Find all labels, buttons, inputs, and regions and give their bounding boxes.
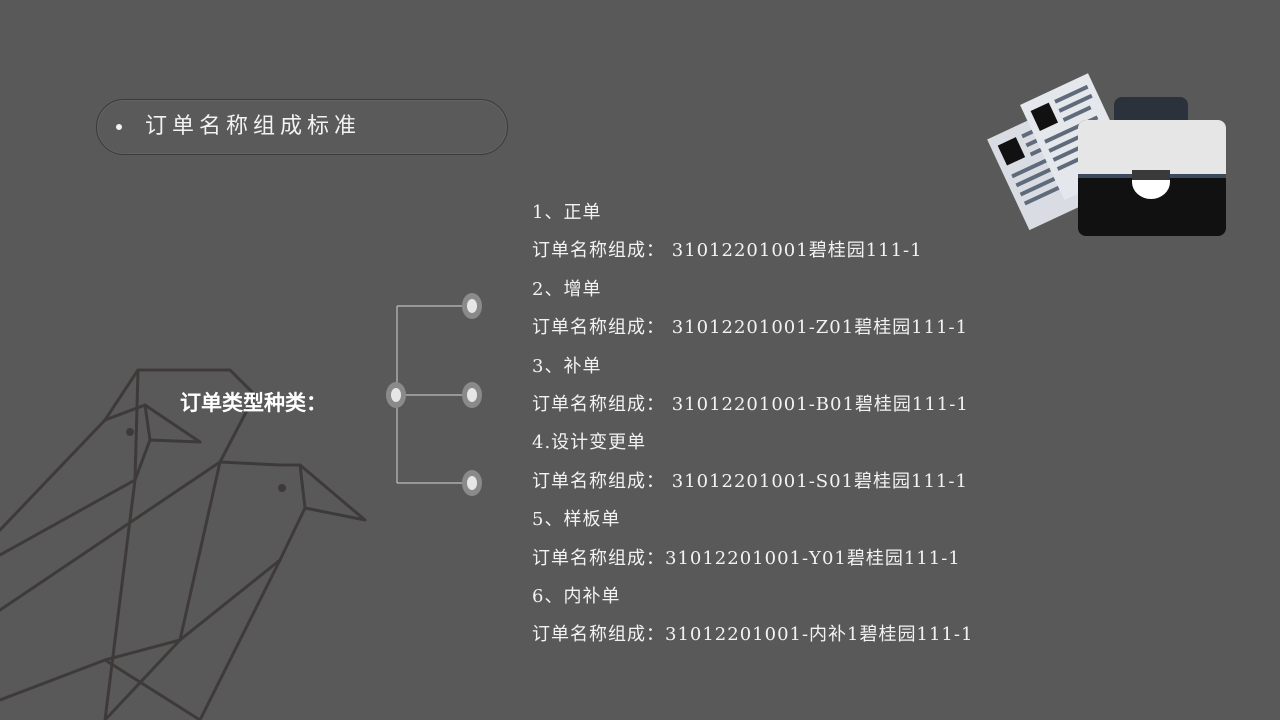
order-type-heading: 1、正单 xyxy=(532,202,602,223)
connector-node-bottom xyxy=(462,470,482,496)
briefcase-documents-icon xyxy=(987,73,1226,236)
order-name-format: 订单名称组成： 31012201001碧桂园111-1 xyxy=(532,240,923,262)
order-name-format: 订单名称组成：31012201001-内补1碧桂园111-1 xyxy=(532,624,974,646)
origami-birds-icon xyxy=(0,368,367,720)
order-name-format: 订单名称组成： 31012201001-Z01碧桂园111-1 xyxy=(532,317,969,339)
order-type-heading: 6、内补单 xyxy=(532,585,621,607)
page-title: 订单名称组成标准 xyxy=(145,114,362,139)
title-pill xyxy=(96,99,508,155)
connector-node-top xyxy=(462,293,482,319)
order-type-heading: 5、样板单 xyxy=(532,509,621,531)
title-bullet xyxy=(116,124,122,130)
order-name-format: 订单名称组成：31012201001-Y01碧桂园111-1 xyxy=(532,547,961,569)
order-name-format: 订单名称组成： 31012201001-S01碧桂园111-1 xyxy=(532,470,968,492)
order-types-label: 订单类型种类： xyxy=(180,391,327,415)
connector-node-center xyxy=(386,382,406,408)
order-type-heading: 4.设计变更单 xyxy=(532,432,647,454)
order-type-heading: 2、增单 xyxy=(532,278,602,300)
order-type-heading: 3、补单 xyxy=(532,355,602,377)
order-name-format: 订单名称组成： 31012201001-B01碧桂园111-1 xyxy=(532,393,969,415)
connector-node-middle xyxy=(462,382,482,408)
order-type-list: 1、正单 订单名称组成： 31012201001碧桂园111-1 2、增单 订单… xyxy=(532,198,1132,659)
